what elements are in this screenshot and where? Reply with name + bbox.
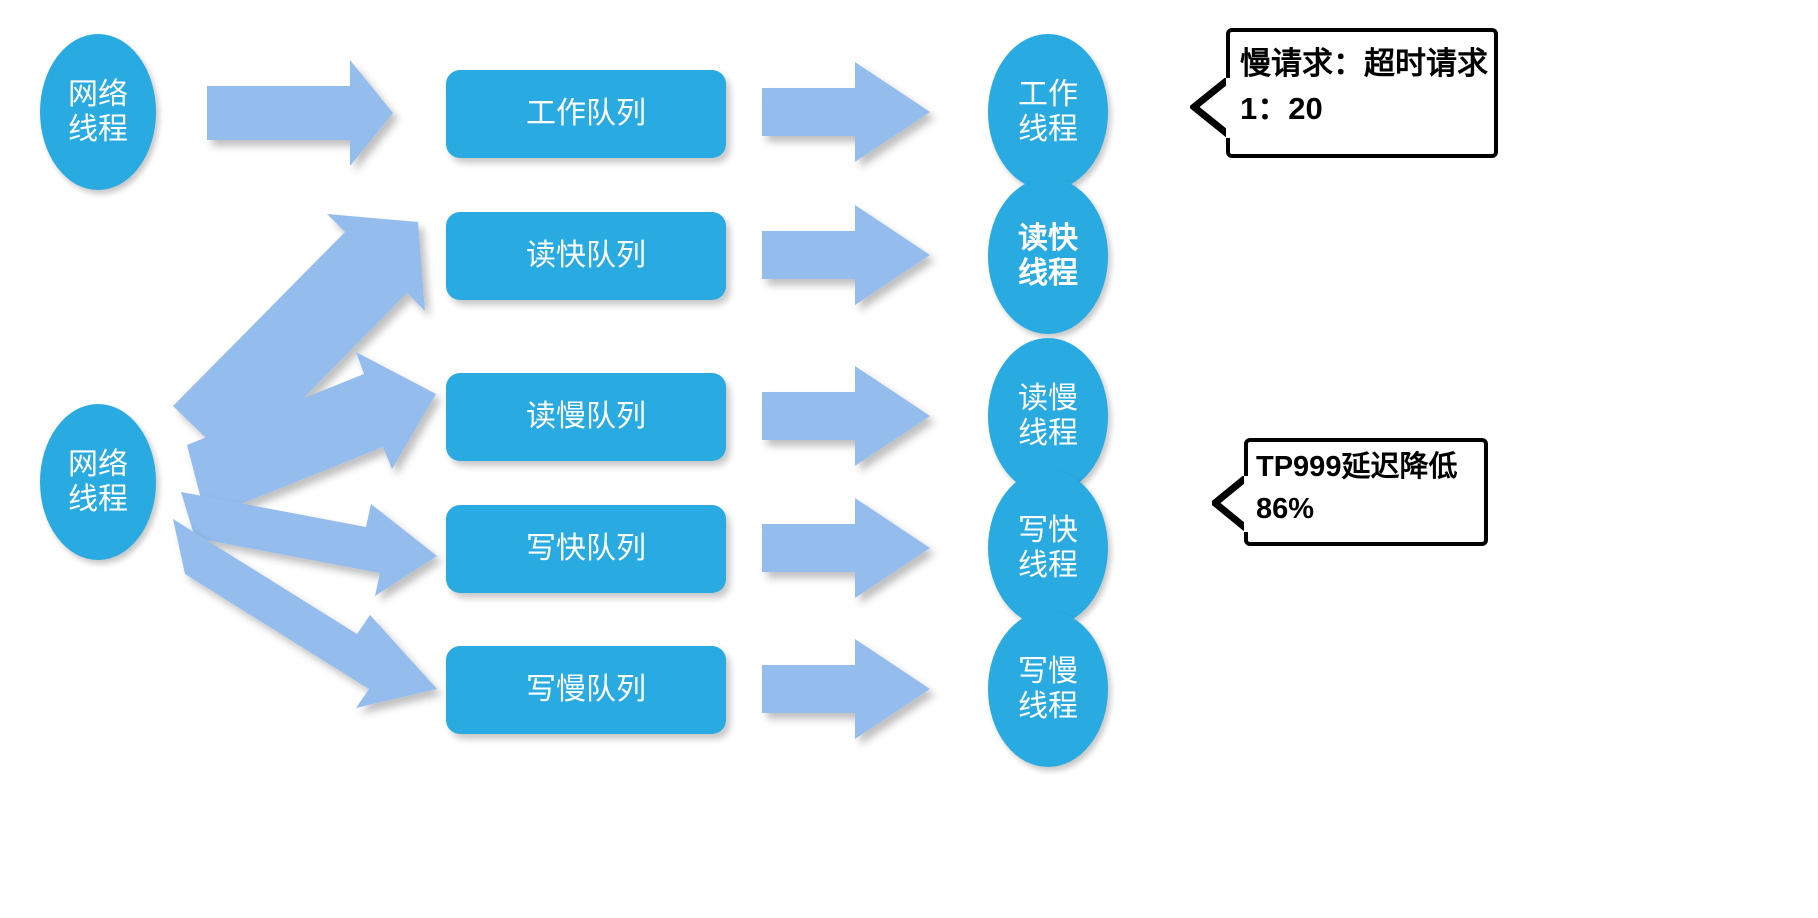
node-write-fast-thread[interactable]: 写快 线程 [988, 470, 1108, 626]
node-label-line2: 线程 [1018, 113, 1078, 146]
node-label-line2: 线程 [68, 483, 128, 516]
callout-line1: 慢请求：超时请求 [1240, 46, 1488, 81]
node-write-fast-queue[interactable]: 写快队列 [446, 505, 726, 593]
node-work-thread[interactable]: 工作 线程 [988, 34, 1108, 190]
node-label-line1: 网络 [68, 77, 128, 111]
node-write-slow-thread[interactable]: 写慢 线程 [988, 611, 1108, 767]
node-read-fast-thread[interactable]: 读快 线程 [988, 178, 1108, 334]
callout-text: 慢请求：超时请求 1：20 [1226, 28, 1498, 158]
callout-tail-icon [1212, 476, 1252, 532]
arrow-read-fast-queue-to-thread [762, 205, 930, 305]
arrow-read-slow-queue-to-thread [762, 366, 930, 466]
node-label-line1: 网络 [68, 447, 128, 481]
queue-label: 读快队列 [526, 239, 646, 273]
queue-label: 写快队列 [526, 532, 646, 566]
node-label-line1: 工作 [1018, 77, 1078, 111]
queue-label: 写慢队列 [526, 673, 646, 707]
callout-line2: 86% [1256, 493, 1315, 526]
node-net-thread-top[interactable]: 网络 线程 [40, 34, 156, 190]
callout-tail-icon [1190, 78, 1234, 138]
arrow-work-queue-to-thread [762, 62, 930, 162]
arrow-net-to-read-slow-queue [187, 352, 436, 518]
node-work-queue[interactable]: 工作队列 [446, 70, 726, 158]
node-read-slow-thread[interactable]: 读慢 线程 [988, 338, 1108, 494]
node-label-line2: 线程 [1018, 417, 1078, 450]
node-label-line2: 线程 [1018, 690, 1078, 723]
node-read-fast-queue[interactable]: 读快队列 [446, 212, 726, 300]
arrow-net-to-read-fast-queue [173, 214, 425, 467]
callout-text: TP999延迟降低 86% [1244, 438, 1488, 546]
callout-line1: TP999延迟降低 [1256, 451, 1458, 483]
node-label-line1: 写快 [1018, 513, 1078, 547]
queue-label: 读慢队列 [526, 400, 646, 434]
callout-line2: 1：20 [1240, 90, 1323, 126]
arrow-write-fast-queue-to-thread [762, 498, 930, 598]
slow-request-callout[interactable]: 慢请求：超时请求 1：20 [1190, 28, 1498, 158]
node-label-line1: 读快 [1018, 221, 1078, 255]
node-label-line2: 线程 [1018, 549, 1078, 582]
arrow-net-to-work-queue [207, 60, 393, 166]
node-label-line1: 读慢 [1018, 381, 1078, 415]
node-write-slow-queue[interactable]: 写慢队列 [446, 646, 726, 734]
node-label-line2: 线程 [68, 113, 128, 146]
node-label-line1: 写慢 [1018, 654, 1078, 688]
arrow-write-slow-queue-to-thread [762, 639, 930, 739]
node-net-thread-bottom[interactable]: 网络 线程 [40, 404, 156, 560]
node-label-line2: 线程 [1018, 257, 1078, 290]
node-read-slow-queue[interactable]: 读慢队列 [446, 373, 726, 461]
queue-label: 工作队列 [526, 97, 646, 131]
arrow-net-to-write-slow-queue [173, 519, 437, 708]
arrow-net-to-write-fast-queue [181, 492, 437, 596]
tp999-callout[interactable]: TP999延迟降低 86% [1212, 438, 1488, 546]
